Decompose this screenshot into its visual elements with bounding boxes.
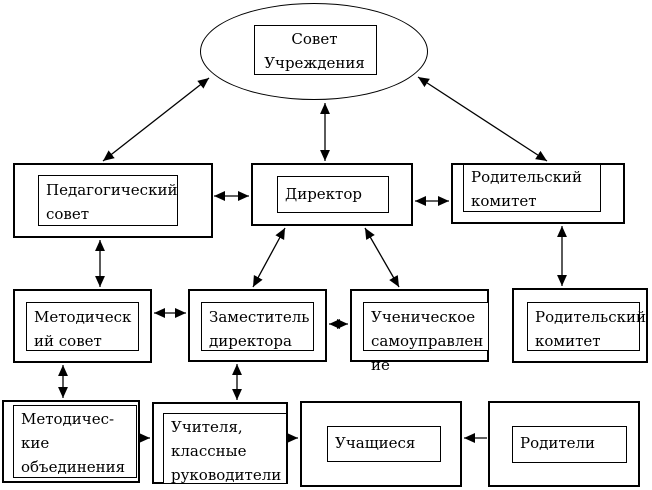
node-uchenicheskoe-samoupravlenie: Ученическое самоуправлен ие	[363, 302, 489, 374]
node-roditelskiy-komitet-top: Родительский комитет	[463, 164, 601, 212]
node-sovet-uchrezhdeniya: Совет Учреждения	[254, 25, 377, 75]
node-metodicheskiy-sovet: Методическ ий совет	[26, 302, 139, 351]
node-direktor: Директор	[277, 176, 389, 213]
edge-direktor-zamdirektora	[252, 227, 286, 288]
node-uchashchiesya: Учащиеся	[327, 426, 441, 462]
node-uchitelya-klassnye-rukovoditeli: Учителя, классные руководители	[163, 413, 287, 484]
node-metodicheskie-obedineniya: Методичес- кие объединения	[13, 405, 137, 478]
edge-sovet-pedsovet	[102, 77, 210, 162]
node-roditeli: Родители	[512, 426, 627, 463]
node-pedagogicheskiy-sovet: Педагогический совет	[38, 175, 178, 226]
edge-sovet-rodkomitet	[417, 76, 548, 162]
node-zamestitel-direktora: Заместитель директора	[201, 302, 314, 351]
edge-direktor-uchensamoupr	[364, 227, 400, 288]
node-roditelskiy-komitet-bottom: Родительский комитет	[527, 302, 646, 351]
